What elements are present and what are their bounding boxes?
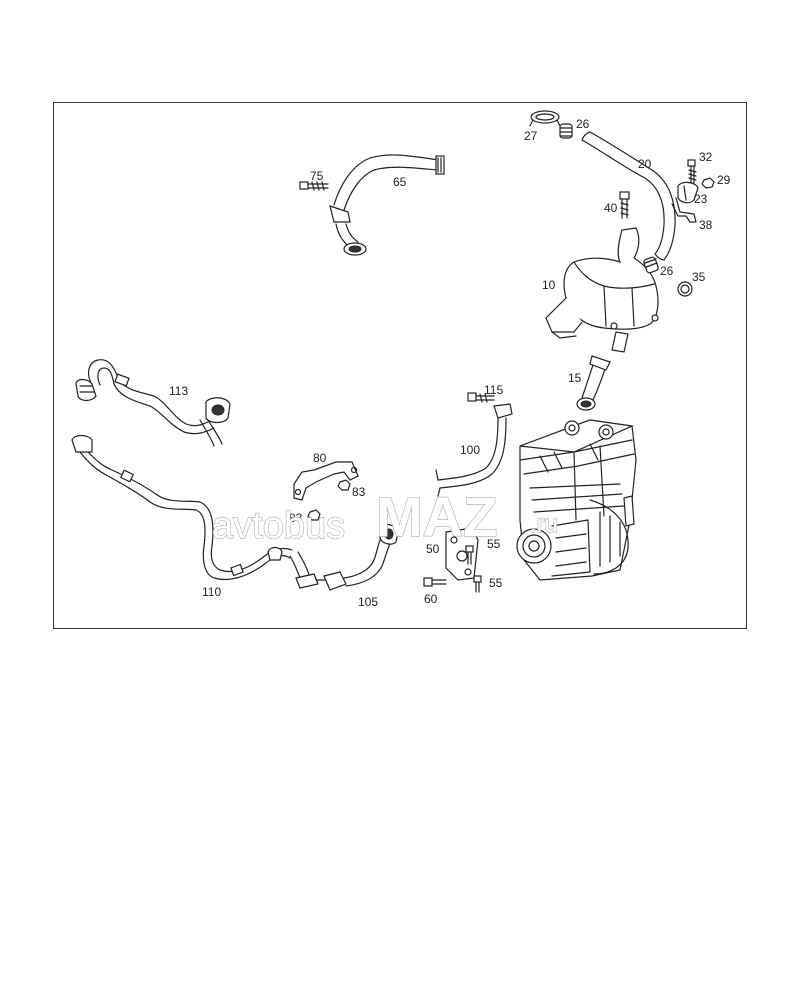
watermark-text-part1: avtobus [212, 505, 345, 547]
pipe-113-part [75, 359, 231, 447]
callout-105: 105 [358, 595, 378, 609]
callout-35: 35 [692, 270, 706, 284]
callout-60: 60 [424, 592, 438, 606]
bolt-75-part [299, 181, 329, 191]
callout-40: 40 [604, 201, 618, 215]
bracket-80-part [293, 461, 359, 501]
callout-80: 80 [313, 451, 327, 465]
bolt-55-upper-part [465, 545, 474, 565]
pipe-110-part [71, 434, 329, 589]
fitting-26-top-part [559, 123, 573, 139]
callout-26-top: 26 [576, 117, 590, 131]
callout-10: 10 [542, 278, 556, 292]
callout-83-lower: 83 [289, 511, 303, 525]
callout-100: 100 [460, 443, 480, 457]
bolt-60-part [423, 577, 447, 587]
callout-55-upper: 55 [487, 537, 501, 551]
callout-65: 65 [393, 175, 407, 189]
callout-55-lower: 55 [489, 576, 503, 590]
diagram-frame [53, 102, 747, 629]
callout-75: 75 [310, 169, 324, 183]
bolt-115-part [467, 392, 495, 403]
plate-50-part [445, 527, 479, 581]
bolt-32-part [687, 159, 697, 184]
callout-113: 113 [169, 384, 188, 398]
nut-83-lower-part [307, 509, 321, 521]
bolt-55-lower-part [473, 575, 482, 593]
callout-32: 32 [699, 150, 713, 164]
watermark: avtobus MAZ .ru [211, 484, 558, 548]
callout-38: 38 [699, 218, 713, 232]
cap-35-part [677, 281, 693, 297]
nut-29-part [701, 177, 715, 189]
nut-83-upper-part [337, 479, 351, 491]
callout-83-upper: 83 [352, 485, 366, 499]
pipe-100-part [435, 403, 513, 497]
callout-29: 29 [717, 173, 731, 187]
fitting-26-right-part [643, 256, 659, 274]
pipe-105-part [323, 523, 399, 591]
callout-15: 15 [568, 371, 582, 385]
hose-15-part [576, 355, 611, 411]
bracket-23-part [677, 181, 699, 204]
callout-50: 50 [426, 542, 440, 556]
bracket-38-part [671, 197, 697, 223]
bolt-40-part [619, 191, 630, 219]
housing-10-part [545, 227, 659, 353]
callout-110: 110 [202, 585, 221, 599]
watermark-text-part3: .ru [530, 511, 558, 538]
hose-20-part [581, 131, 676, 261]
callout-27: 27 [524, 129, 538, 143]
clamp-27-part [529, 110, 561, 127]
callout-26-right: 26 [660, 264, 674, 278]
hose-65-part [329, 154, 445, 256]
watermark-text-part2: MAZ [376, 485, 497, 548]
compressor-body-part [516, 419, 637, 581]
callout-23: 23 [694, 192, 708, 206]
callout-20: 20 [638, 157, 652, 171]
callout-115: 115 [484, 383, 503, 397]
